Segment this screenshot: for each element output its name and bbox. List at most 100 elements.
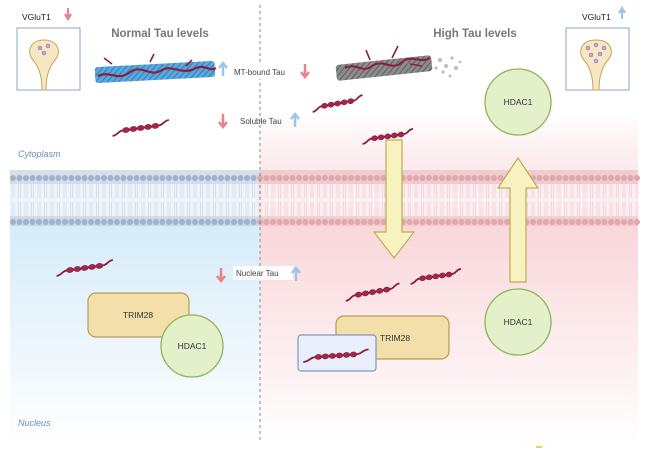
lipid-head bbox=[36, 175, 42, 181]
lipid-head bbox=[374, 175, 380, 181]
lipid-tail bbox=[102, 181, 106, 219]
lipid-head bbox=[348, 175, 354, 181]
lipid-head bbox=[575, 219, 582, 225]
lipid-head bbox=[211, 175, 218, 181]
lipid-head bbox=[49, 175, 55, 181]
lipid-head bbox=[406, 175, 413, 181]
lipid-head bbox=[270, 175, 276, 181]
lipid-head bbox=[153, 219, 159, 225]
lipid-head bbox=[101, 219, 107, 225]
lipid-head bbox=[309, 175, 315, 181]
lipid-head bbox=[582, 175, 588, 181]
lipid-head bbox=[68, 175, 75, 181]
lipid-head bbox=[458, 219, 465, 225]
lipid-tail bbox=[284, 181, 288, 219]
lipid-head bbox=[497, 175, 504, 181]
trim28-left-label: TRIM28 bbox=[123, 310, 154, 320]
lipid-head bbox=[42, 219, 49, 225]
lipid-tail bbox=[440, 181, 444, 219]
lipid-head bbox=[62, 175, 68, 181]
lipid-head bbox=[263, 175, 270, 181]
lipid-tail bbox=[349, 181, 353, 219]
lipid-head bbox=[107, 219, 114, 225]
lipid-head bbox=[556, 219, 562, 225]
lipid-head bbox=[81, 219, 88, 225]
lipid-tail bbox=[213, 181, 216, 219]
lipid-head bbox=[205, 219, 211, 225]
lipid-head bbox=[627, 219, 634, 225]
mt-bound-up-arrow-icon bbox=[218, 60, 228, 76]
lipid-head bbox=[179, 175, 185, 181]
lipid-tail bbox=[122, 181, 125, 219]
lipid-tail bbox=[382, 181, 385, 219]
lipid-head bbox=[322, 175, 328, 181]
lipid-tail bbox=[206, 181, 210, 219]
lipid-head bbox=[153, 175, 159, 181]
lipid-head bbox=[536, 175, 543, 181]
lipid-head bbox=[445, 175, 452, 181]
trim28-right-label: TRIM28 bbox=[380, 333, 411, 343]
microtubule-normal bbox=[94, 53, 217, 83]
lipid-head bbox=[276, 219, 283, 225]
lipid-head bbox=[114, 219, 120, 225]
lipid-tail bbox=[265, 181, 268, 219]
hdac1-top-right-label: HDAC1 bbox=[504, 97, 533, 107]
lipid-head bbox=[361, 175, 367, 181]
lipid-tail bbox=[538, 181, 541, 219]
lipid-head bbox=[133, 175, 140, 181]
lipid-tail bbox=[271, 181, 275, 219]
lipid-tail bbox=[486, 181, 489, 219]
hdac1-bottom-right bbox=[484, 288, 552, 356]
lipid-head bbox=[133, 219, 140, 225]
lipid-tail bbox=[135, 181, 138, 219]
lipid-tail bbox=[76, 181, 80, 219]
lipid-tail bbox=[375, 181, 379, 219]
lipid-head bbox=[471, 219, 478, 225]
lipid-head bbox=[614, 175, 621, 181]
lipid-head bbox=[302, 175, 309, 181]
lipid-tail bbox=[362, 181, 366, 219]
lipid-head bbox=[29, 219, 36, 225]
lipid-head bbox=[439, 175, 445, 181]
vglut1-left-label: VGluT1 bbox=[22, 12, 51, 22]
lipid-tail bbox=[239, 181, 242, 219]
lipid-head bbox=[601, 175, 608, 181]
lipid-head bbox=[185, 175, 192, 181]
nuclear-tau-label: Nuclear Tau bbox=[236, 269, 279, 278]
lipid-tail bbox=[83, 181, 86, 219]
lipid-head bbox=[244, 175, 250, 181]
lipid-head bbox=[595, 219, 601, 225]
lipid-head bbox=[354, 175, 361, 181]
lipid-tail bbox=[629, 181, 632, 219]
soluble-down-arrow-icon bbox=[218, 114, 228, 130]
lipid-tail bbox=[57, 181, 60, 219]
lipid-tail bbox=[31, 181, 34, 219]
soluble-up-arrow-icon bbox=[290, 111, 300, 127]
lipid-tail bbox=[24, 181, 28, 219]
lipid-tail bbox=[50, 181, 54, 219]
lipid-tail bbox=[473, 181, 476, 219]
lipid-tail bbox=[453, 181, 457, 219]
lipid-tail bbox=[323, 181, 327, 219]
lipid-head bbox=[68, 219, 75, 225]
lipid-tail bbox=[44, 181, 47, 219]
lipid-head bbox=[283, 175, 289, 181]
lipid-head bbox=[328, 219, 335, 225]
lipid-head bbox=[192, 175, 198, 181]
lipid-head bbox=[88, 219, 94, 225]
lipid-head bbox=[465, 219, 471, 225]
lipid-head bbox=[211, 219, 218, 225]
lipid-head bbox=[237, 175, 244, 181]
lipid-head bbox=[94, 175, 101, 181]
lipid-head bbox=[328, 175, 335, 181]
lipid-head bbox=[55, 219, 62, 225]
lipid-tail bbox=[622, 181, 626, 219]
lipid-head bbox=[224, 219, 231, 225]
lipid-head bbox=[36, 219, 42, 225]
lipid-head bbox=[621, 219, 627, 225]
lipid-tail bbox=[167, 181, 171, 219]
nucleus-right-region bbox=[260, 185, 638, 445]
lipid-head bbox=[556, 175, 562, 181]
lipid-head bbox=[10, 219, 16, 225]
lipid-tail bbox=[531, 181, 535, 219]
